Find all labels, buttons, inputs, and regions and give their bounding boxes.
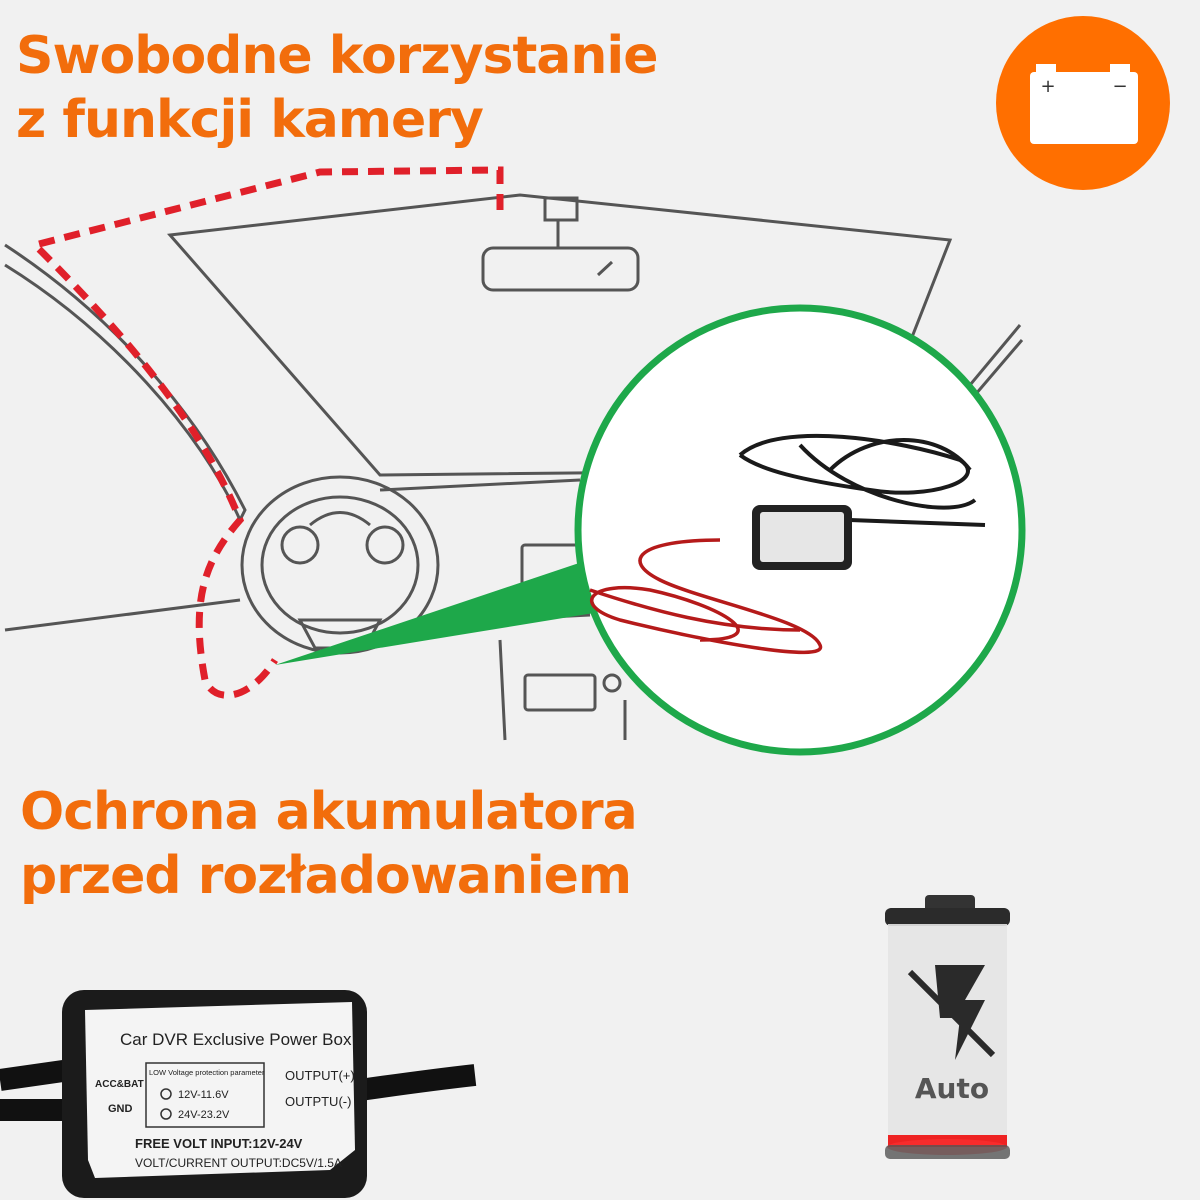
option-12v: 12V-11.6V [178,1089,229,1101]
output-minus: OUTPTU(-) [285,1094,351,1109]
output-spec: VOLT/CURRENT OUTPUT:DC5V/1.5A [135,1156,342,1170]
power-box [0,990,477,1198]
param-title: LOW Voltage protection parameter [149,1068,265,1077]
cable-route [28,166,504,699]
headline-top-line1: Swobodne korzystanie [16,26,659,86]
input-spec: FREE VOLT INPUT:12V-24V [135,1136,303,1151]
no-charge-icon [907,965,996,1060]
power-cable-photo [589,433,986,655]
headline-top: Swobodne korzystanie z funkcji kamery [16,24,659,152]
label-gnd: GND [108,1103,133,1115]
minus-sign: − [1112,76,1127,97]
plus-sign: + [1040,76,1055,97]
headline-bottom: Ochrona akumulatora przed rozładowaniem [20,780,638,908]
headline-bottom-line2: przed rozładowaniem [20,846,632,906]
battery-illustration [885,895,1010,1159]
zoom-wedge [275,560,600,665]
option-24v: 24V-23.2V [178,1109,230,1121]
label-acc-bat: ACC&BAT [95,1079,144,1090]
output-plus: OUTPUT(+) [285,1068,355,1083]
car-battery-icon [1030,64,1138,144]
headline-top-line2: z funkcji kamery [16,90,484,150]
power-box-title: Car DVR Exclusive Power Box [120,1030,352,1049]
battery-auto-label: Auto [915,1072,989,1105]
headline-bottom-line1: Ochrona akumulatora [20,782,638,842]
